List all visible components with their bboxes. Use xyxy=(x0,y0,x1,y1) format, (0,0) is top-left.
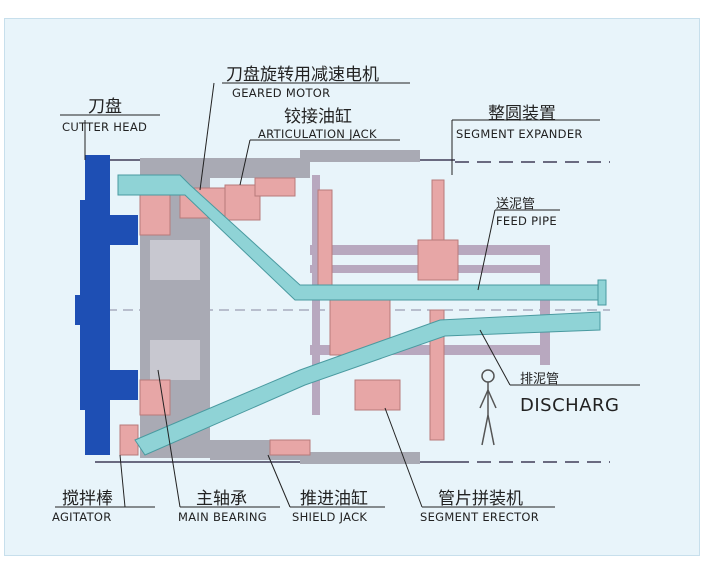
cutter-head-label-cn: 刀盘 xyxy=(88,97,122,117)
agitator-label-en: AGITATOR xyxy=(52,510,112,524)
shield-jack-label-en: SHIELD JACK xyxy=(292,510,368,524)
articulation-jack-label-cn: 铰接油缸 xyxy=(284,107,352,127)
feed-pipe-label-cn: 送泥管 xyxy=(496,197,536,212)
segment-expander-label-en: SEGMENT EXPANDER xyxy=(456,127,583,141)
cutter-head-label-en: CUTTER HEAD xyxy=(62,120,148,134)
agitator-label-cn: 搅拌棒 xyxy=(62,489,113,509)
discharge-label-cn: 排泥管 xyxy=(520,372,560,387)
geared-motor-label-cn: 刀盘旋转用减速电机 xyxy=(226,65,379,85)
segment-expander-label-cn: 整圆装置 xyxy=(488,104,556,124)
cutter-head xyxy=(75,155,138,455)
person-figure xyxy=(479,369,497,446)
articulation-jack-label-en: ARTICULATION JACK xyxy=(258,127,377,141)
geared-motor-label-en: GEARED MOTOR xyxy=(232,86,331,100)
leader-lines xyxy=(55,82,640,508)
main-bearing-label-en: MAIN BEARING xyxy=(178,510,267,524)
feed-pipe xyxy=(117,174,607,306)
segment-erector-label-cn: 管片拼装机 xyxy=(438,489,523,509)
shield-jack-label-cn: 推进油缸 xyxy=(300,489,368,509)
main-bearing-label-cn: 主轴承 xyxy=(196,489,247,509)
discharge-pipe xyxy=(134,311,601,456)
segment-erector-label-en: SEGMENT ERECTOR xyxy=(420,510,540,524)
feed-pipe-label-en: FEED PIPE xyxy=(496,214,557,228)
discharge-label-en: DISCHARG xyxy=(520,395,620,416)
